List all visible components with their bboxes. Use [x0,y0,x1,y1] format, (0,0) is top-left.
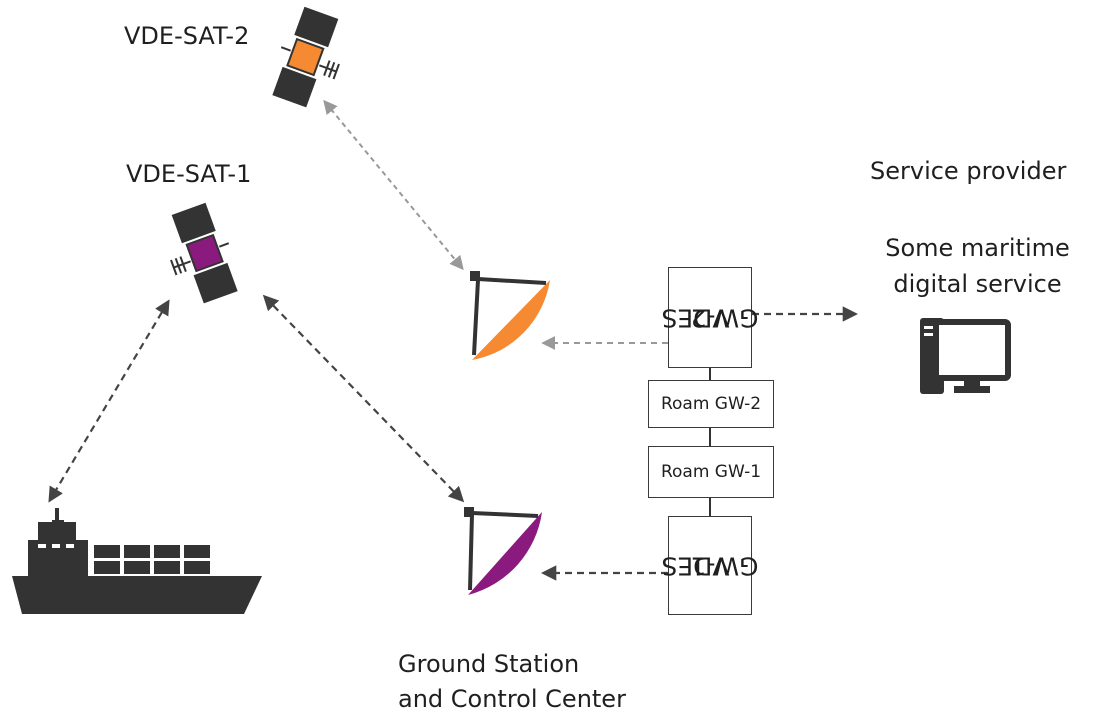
sat2-label: VDE-SAT-2 [124,22,250,50]
sat2-to-dish2-link [323,99,464,271]
computer-icon [920,318,1011,394]
ground-station-caption-2: and Control Center [398,685,626,713]
dish-antenna-2-icon [470,271,550,360]
roam-gw1-box[interactable]: Roam GW-1 [648,446,774,498]
vdes-gw2-label-2: GW-2 [690,303,759,332]
satellite-2-icon [272,6,340,108]
service-line-2: digital service [893,270,1062,298]
roam-gw2-box[interactable]: Roam GW-2 [648,380,774,428]
ground-station-caption-1: Ground Station [398,650,580,678]
service-provider-title: Service provider [870,157,1067,185]
satellite-1-icon [170,202,238,304]
vdes-gw1-label-2: GW-1 [690,551,759,580]
sat1-to-dish1-link [262,294,465,503]
ship-icon [12,508,262,614]
sat1-to-ship-link [48,299,170,503]
service-line-1: Some maritime [885,234,1070,262]
roam-gw2-label: Roam GW-2 [660,394,762,414]
dish-antenna-1-icon [464,507,542,595]
sat1-label: VDE-SAT-1 [126,160,252,188]
roam-gw1-label: Roam GW-1 [660,462,762,482]
